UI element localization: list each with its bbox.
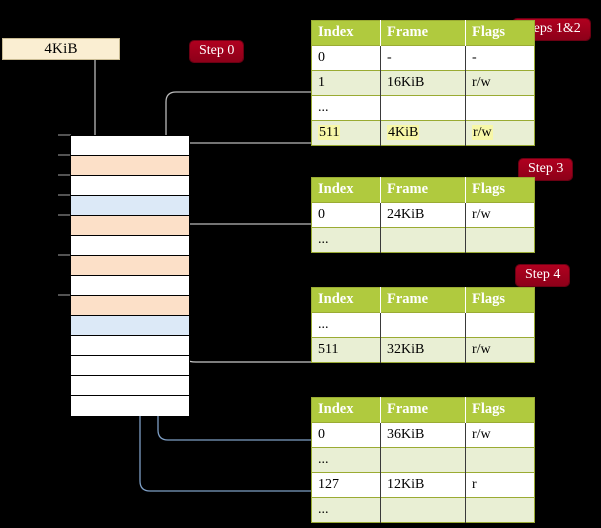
memory-frame-row: [71, 256, 189, 276]
physical-memory-column: [70, 135, 190, 416]
table-row: ...: [311, 312, 535, 338]
source-frame-box: 4KiB: [2, 38, 120, 60]
cell-index: ...: [311, 227, 381, 253]
cell-frame: 4KiB: [380, 120, 466, 146]
cell-frame: 12KiB: [380, 472, 466, 498]
column-header-flags: Flags: [465, 287, 535, 313]
cell-frame: -: [380, 45, 466, 71]
column-header-index: Index: [311, 397, 381, 423]
column-header-frame: Frame: [380, 177, 466, 203]
cell-index: ...: [311, 497, 381, 523]
column-header-flags: Flags: [465, 397, 535, 423]
cell-flags: r: [465, 472, 535, 498]
memory-frame-row: [71, 376, 189, 396]
memory-frame-row: [71, 176, 189, 196]
cell-flags: [465, 227, 535, 253]
cell-frame: [380, 227, 466, 253]
column-header-index: Index: [311, 20, 381, 46]
cell-frame: 16KiB: [380, 70, 466, 96]
step-badge-step0: Step 0: [190, 41, 244, 62]
column-header-index: Index: [311, 177, 381, 203]
step-badge-step4: Step 4: [516, 265, 570, 286]
column-header-frame: Frame: [380, 397, 466, 423]
cell-frame: [380, 497, 466, 523]
cell-frame: 36KiB: [380, 422, 466, 448]
table-row: ...: [311, 447, 535, 473]
memory-frame-row: [71, 236, 189, 256]
cell-flags: r/w: [465, 337, 535, 363]
cell-flags: [465, 497, 535, 523]
cell-frame: [380, 447, 466, 473]
highlighted-value: 4KiB: [387, 124, 420, 140]
memory-frame-row: [71, 216, 189, 236]
cell-flags: r/w: [465, 120, 535, 146]
cell-frame: 24KiB: [380, 202, 466, 228]
table-row: ...: [311, 497, 535, 523]
cell-index: ...: [311, 312, 381, 338]
cell-frame: [380, 95, 466, 121]
cell-flags: r/w: [465, 70, 535, 96]
table-row: 0--: [311, 45, 535, 71]
cell-index: 0: [311, 202, 381, 228]
table-row: ...: [311, 95, 535, 121]
memory-frame-row: [71, 276, 189, 296]
cell-flags: -: [465, 45, 535, 71]
cell-index: 1: [311, 70, 381, 96]
cell-index: 127: [311, 472, 381, 498]
memory-frame-row: [71, 136, 189, 156]
cell-index: 511: [311, 120, 381, 146]
memory-frame-row: [71, 316, 189, 336]
cell-flags: [465, 95, 535, 121]
column-header-flags: Flags: [465, 20, 535, 46]
memory-frame-row: [71, 396, 189, 416]
cell-index: 0: [311, 422, 381, 448]
highlighted-value: r/w: [472, 124, 493, 140]
cell-frame: 32KiB: [380, 337, 466, 363]
table-row: 511 4KiB r/w: [311, 120, 535, 146]
wire-step4: [178, 315, 311, 363]
memory-frame-row: [71, 336, 189, 356]
cell-flags: r/w: [465, 202, 535, 228]
memory-frame-row: [71, 356, 189, 376]
cell-index: 511: [311, 337, 381, 363]
wire-step3: [174, 223, 311, 259]
cell-index: 0: [311, 45, 381, 71]
column-header-flags: Flags: [465, 177, 535, 203]
cell-flags: [465, 312, 535, 338]
memory-frame-row: [71, 296, 189, 316]
cell-frame: [380, 312, 466, 338]
cell-flags: r/w: [465, 422, 535, 448]
column-header-index: Index: [311, 287, 381, 313]
memory-frame-row: [71, 196, 189, 216]
highlighted-value: 511: [318, 124, 341, 140]
cell-index: ...: [311, 95, 381, 121]
step-badge-step3: Step 3: [519, 159, 573, 180]
cell-index: ...: [311, 447, 381, 473]
memory-frame-row: [71, 156, 189, 176]
cell-flags: [465, 447, 535, 473]
column-header-frame: Frame: [380, 20, 466, 46]
column-header-frame: Frame: [380, 287, 466, 313]
table-row: ...: [311, 227, 535, 253]
source-frame-label: 4KiB: [44, 40, 78, 57]
